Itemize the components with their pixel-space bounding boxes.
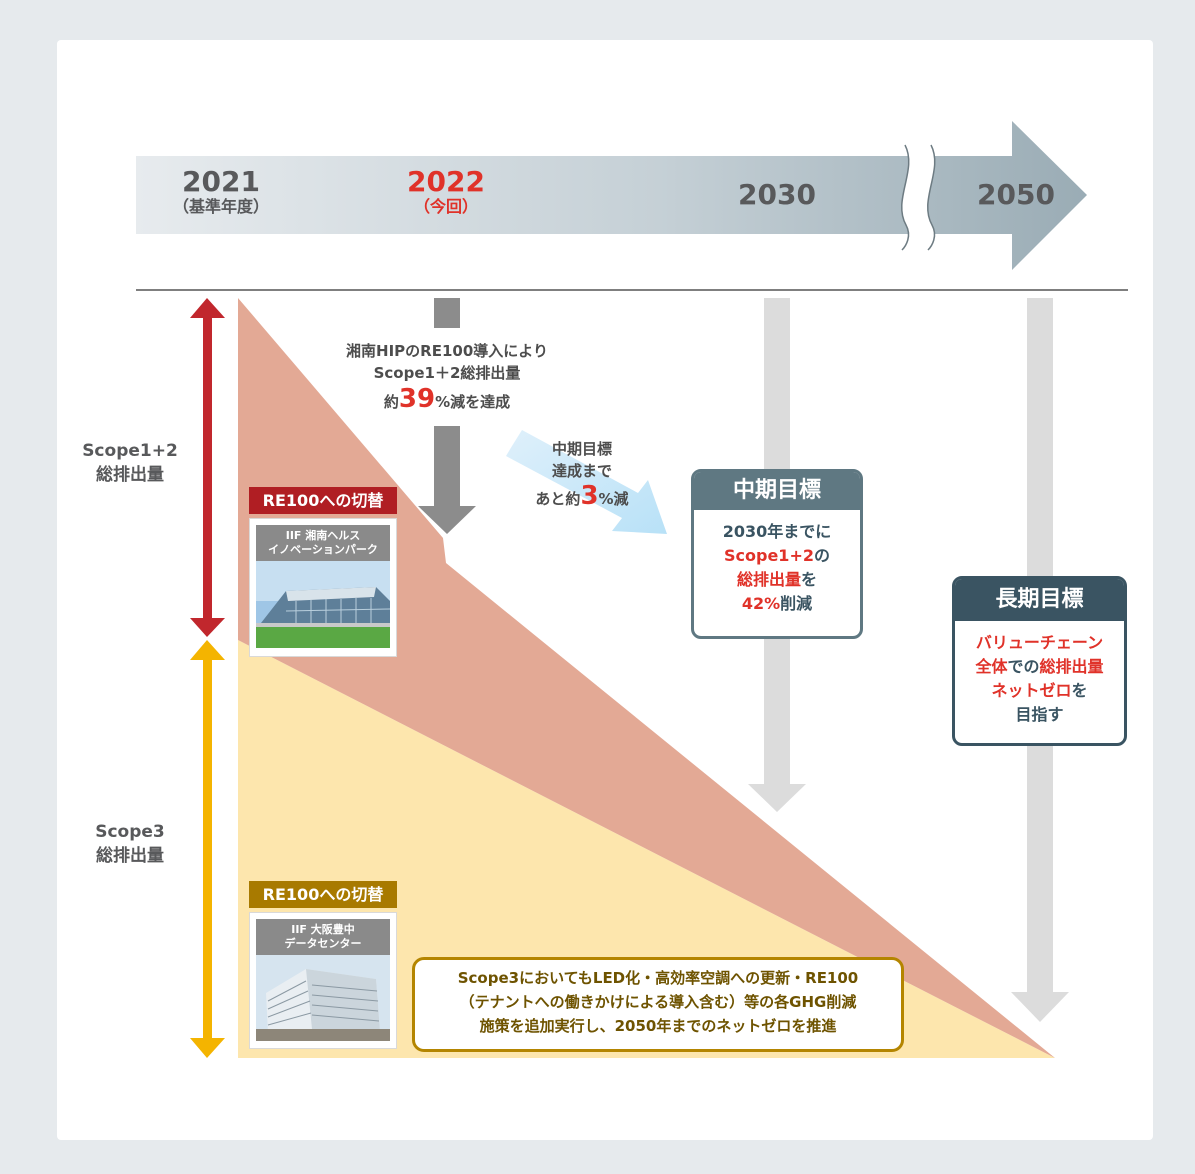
longterm-goal-title: 長期目標 xyxy=(955,579,1124,621)
remaining-arrow xyxy=(506,430,667,534)
arrow-2022 xyxy=(418,298,476,534)
achievement-line3: 約39%減を達成 xyxy=(383,384,511,414)
midterm-goal-title: 中期目標 xyxy=(694,472,860,510)
photo-card-osaka: IIF 大阪豊中 データセンター xyxy=(249,912,397,1049)
achievement-line1: 湘南HIPのRE100導入により xyxy=(346,342,548,360)
remaining-number: 3 xyxy=(580,481,599,511)
scope3-arrow xyxy=(190,640,225,1058)
re100-tag-bottom: RE100への切替 xyxy=(249,881,397,908)
building-photo-osaka xyxy=(256,955,390,1041)
scope12-area xyxy=(238,298,1055,1058)
midterm-goal-body: 2030年までに Scope1+2の 総排出量を 42%削減 xyxy=(722,522,832,613)
photo-caption-osaka: IIF 大阪豊中 データセンター xyxy=(256,919,390,955)
year-2050: 2050 xyxy=(977,178,1055,211)
scope12-label-line2: 総排出量 xyxy=(96,465,164,485)
scope12-label-line1: Scope1+2 xyxy=(82,441,178,461)
longterm-goal-box: 長期目標 バリューチェーン 全体での総排出量 ネットゼロを 目指す xyxy=(952,576,1127,746)
remaining-line3: あと約3%減 xyxy=(535,481,629,511)
timeline-arrow xyxy=(136,121,1087,270)
scope12-label: Scope1+2 総排出量 xyxy=(60,439,200,487)
midterm-remaining-note: 中期目標 達成まで あと約3%減 xyxy=(520,438,644,513)
year-2021-value: 2021 xyxy=(182,165,260,198)
re100-tag-top: RE100への切替 xyxy=(249,487,397,514)
year-2022-value: 2022 xyxy=(407,165,485,198)
achievement-note: 湘南HIPのRE100導入により Scope1＋2総排出量 約39%減を達成 xyxy=(300,340,594,417)
midterm-goal-box: 中期目標 2030年までに Scope1+2の 総排出量を 42%削減 xyxy=(691,469,863,639)
timeline-break-mark xyxy=(901,145,936,250)
scope3-label: Scope3 総排出量 xyxy=(60,820,200,868)
building-photo-shonan xyxy=(256,561,391,648)
scope12-arrow xyxy=(190,298,225,637)
scope3-measures-note: Scope3においてもLED化・高効率空調への更新・RE100 （テナントへの働… xyxy=(412,957,904,1052)
longterm-goal-body: バリューチェーン 全体での総排出量 ネットゼロを 目指す xyxy=(975,633,1104,724)
achievement-line2: Scope1＋2総排出量 xyxy=(373,364,521,382)
remaining-line2: 達成まで xyxy=(551,462,612,480)
year-2022: 2022 （今回） xyxy=(386,167,506,217)
year-2021: 2021 （基準年度） xyxy=(160,167,282,217)
year-2022-sub: （今回） xyxy=(413,197,478,216)
year-2021-sub: （基準年度） xyxy=(172,197,269,216)
year-2030: 2030 xyxy=(738,178,816,211)
photo-card-shonan: IIF 湘南ヘルス イノベーションパーク xyxy=(249,518,397,657)
remaining-line1: 中期目標 xyxy=(551,440,612,458)
photo-caption-shonan: IIF 湘南ヘルス イノベーションパーク xyxy=(256,525,390,561)
scope3-label-line1: Scope3 xyxy=(95,822,165,842)
scope3-label-line2: 総排出量 xyxy=(96,846,164,866)
achievement-number: 39 xyxy=(398,384,436,414)
